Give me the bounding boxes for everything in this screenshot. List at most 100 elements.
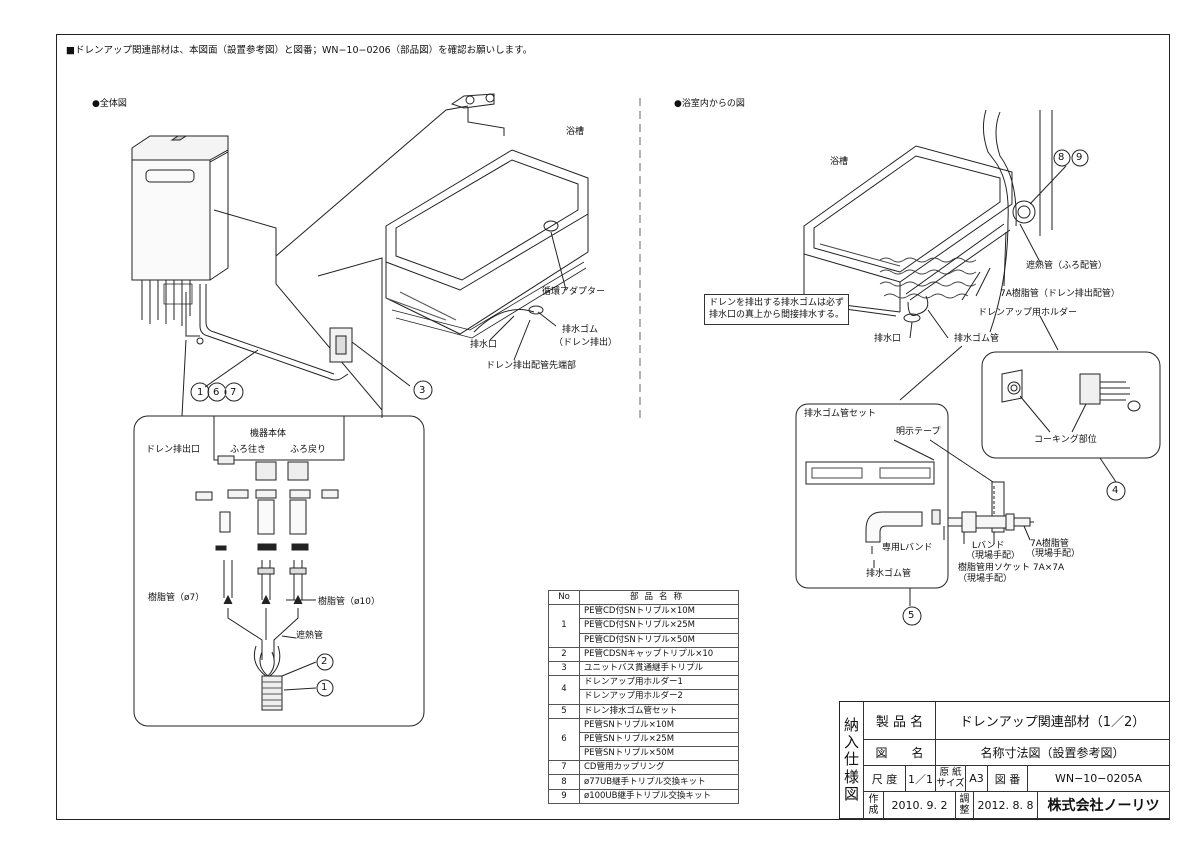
product-label: 製 品 名 — [864, 702, 936, 740]
parts-no: 9 — [548, 788, 580, 804]
label-unit-body: 機器本体 — [250, 429, 287, 439]
revised-label-1: 調 — [959, 794, 970, 805]
parts-name: PE管CDSNキャップトリプル×10 — [579, 646, 739, 662]
parts-name: PE管SNトリプル×10M — [579, 717, 739, 733]
parts-name: PE管CD付SNトリプル×25M — [579, 618, 739, 634]
scale-label: 尺 度 — [864, 766, 906, 792]
created-label-1: 作 — [868, 794, 879, 805]
created-value: 2010. 9. 2 — [884, 792, 956, 819]
parts-no: 7 — [548, 760, 580, 776]
label-bath-go: ふろ往き — [230, 445, 267, 455]
label-circ-adapter: 循環アダプター — [542, 287, 606, 297]
label-heat-insulation-right: 遮熱管（ふろ配管） — [1026, 261, 1108, 271]
callout-7-num: 7 — [230, 387, 237, 398]
revised-label: 調 整 — [956, 792, 974, 819]
parts-name: PE管CD付SNトリプル×10M — [579, 604, 739, 620]
parts-no: 1 — [548, 604, 580, 648]
label-resin-7a-field: 7A樹脂管 — [1030, 539, 1069, 549]
title-block: 納 入 仕 様 図 製 品 名 ドレンアップ関連部材（1／2） 図 名 名称寸法… — [839, 701, 1170, 820]
callout-2: 2 — [321, 656, 328, 667]
revised-label-2: 整 — [959, 805, 970, 816]
parts-no: 8 — [548, 774, 580, 790]
company-name: 株式会社ノーリツ — [1038, 792, 1170, 819]
nonyu-column: 納 入 仕 様 図 — [840, 702, 864, 819]
parts-no: 6 — [548, 717, 580, 762]
scale-value: 1／1 — [906, 766, 936, 792]
callout-4: 4 — [1112, 485, 1119, 496]
label-bathtub-right: 浴槽 — [830, 157, 849, 167]
callout-8: 8 — [1058, 152, 1065, 163]
callout-6-num: 6 — [213, 387, 220, 398]
drawing-no-label: 図 番 — [988, 766, 1028, 792]
label-drain-rubber-sub: （ドレン排出） — [554, 338, 618, 348]
callout-167: ①⑥⑦ — [193, 386, 238, 399]
parts-no: 2 — [548, 646, 580, 662]
parts-name: ドレン排水ゴム管セット — [579, 703, 739, 719]
parts-no: 3 — [548, 660, 580, 677]
label-resin-pipe-10: 樹脂管（ø10） — [318, 597, 380, 607]
label-rubber-pipe-set: 排水ゴム管 — [866, 569, 912, 579]
label-resin-7a-field-note: （現場手配） — [1026, 549, 1081, 559]
parts-name: ドレンアップ用ホルダー2 — [579, 689, 739, 705]
label-dedicated-band: 専用Lバンド — [882, 543, 933, 553]
parts-name: ユニットバス貫通継手トリプル — [579, 660, 739, 677]
left-view-title: ●全体図 — [92, 99, 127, 109]
nonyu-char-3: 仕 — [843, 750, 859, 769]
label-l-band: Lバンド — [972, 541, 1005, 551]
drain-note-box: ドレンを排出する排水ゴムは必ず排水口の真上から間接排水する。 — [704, 294, 850, 326]
callout-3: 3 — [419, 385, 426, 396]
label-drain-rubber: 排水ゴム — [562, 325, 599, 335]
parts-name: ø77UB継手トリプル交換キット — [579, 774, 739, 790]
set-box-title: 排水ゴム管セット — [804, 409, 877, 419]
label-socket: 樹脂管用ソケット 7A×7A — [958, 563, 1065, 573]
label-resin-7a: 7A樹脂管（ドレン排出配管） — [1000, 289, 1120, 299]
label-caulking: コーキング部位 — [1034, 435, 1097, 445]
revised-value: 2012. 8. 8 — [974, 792, 1038, 819]
paper-label: 原 紙 サイズ — [936, 766, 966, 792]
label-resin-pipe-7: 樹脂管（ø7） — [148, 593, 205, 603]
label-l-band-note: （現場手配） — [966, 551, 1021, 561]
right-view-title: ●浴室内からの図 — [674, 99, 745, 109]
parts-table-header: No 部品名称 — [548, 589, 739, 606]
label-socket-note: （現場手配） — [958, 574, 1013, 584]
label-holder: ドレンアップ用ホルダー — [978, 308, 1078, 318]
header-no: No — [548, 589, 580, 606]
drawing-value: 名称寸法図（設置参考図） — [936, 740, 1170, 766]
nonyu-char-4: 様 — [843, 767, 859, 786]
paper-label-2: サイズ — [936, 777, 965, 789]
label-drain-rubber-pipe: 排水ゴム管 — [954, 334, 1000, 344]
header-name: 部品名称 — [579, 589, 739, 606]
callout-1-num: 1 — [197, 387, 204, 398]
created-label: 作 成 — [864, 792, 884, 819]
label-bathtub-left: 浴槽 — [566, 127, 585, 137]
product-value: ドレンアップ関連部材（1／2） — [936, 702, 1170, 740]
label-heat-insulation-left: 遮熱管 — [296, 631, 324, 641]
parts-name: PE管CD付SNトリプル×50M — [579, 632, 739, 648]
paper-value: A3 — [966, 766, 988, 792]
drain-note-line-2: 排水口の真上から間接排水する。 — [709, 309, 845, 320]
callout-9: 9 — [1076, 152, 1083, 163]
callout-5: 5 — [908, 610, 915, 621]
callout-1: 1 — [321, 682, 328, 693]
label-tape: 明示テープ — [896, 427, 941, 437]
created-label-2: 成 — [868, 805, 879, 816]
drain-note-line-1: ドレンを排出する排水ゴムは必ず — [709, 298, 845, 308]
label-drain-outlet: ドレン排出口 — [146, 445, 201, 455]
parts-name: PE管SNトリプル×25M — [579, 731, 739, 748]
label-drain-port-right: 排水口 — [874, 334, 902, 344]
parts-name: ø100UB継手トリプル交換キット — [579, 788, 739, 804]
label-drain-port-left: 排水口 — [470, 340, 498, 350]
parts-name: PE管SNトリプル×50M — [579, 746, 739, 762]
label-drain-pipe-end: ドレン排出配管先端部 — [486, 361, 577, 371]
parts-no: 5 — [548, 703, 580, 719]
drawing-label: 図 名 — [864, 740, 936, 766]
